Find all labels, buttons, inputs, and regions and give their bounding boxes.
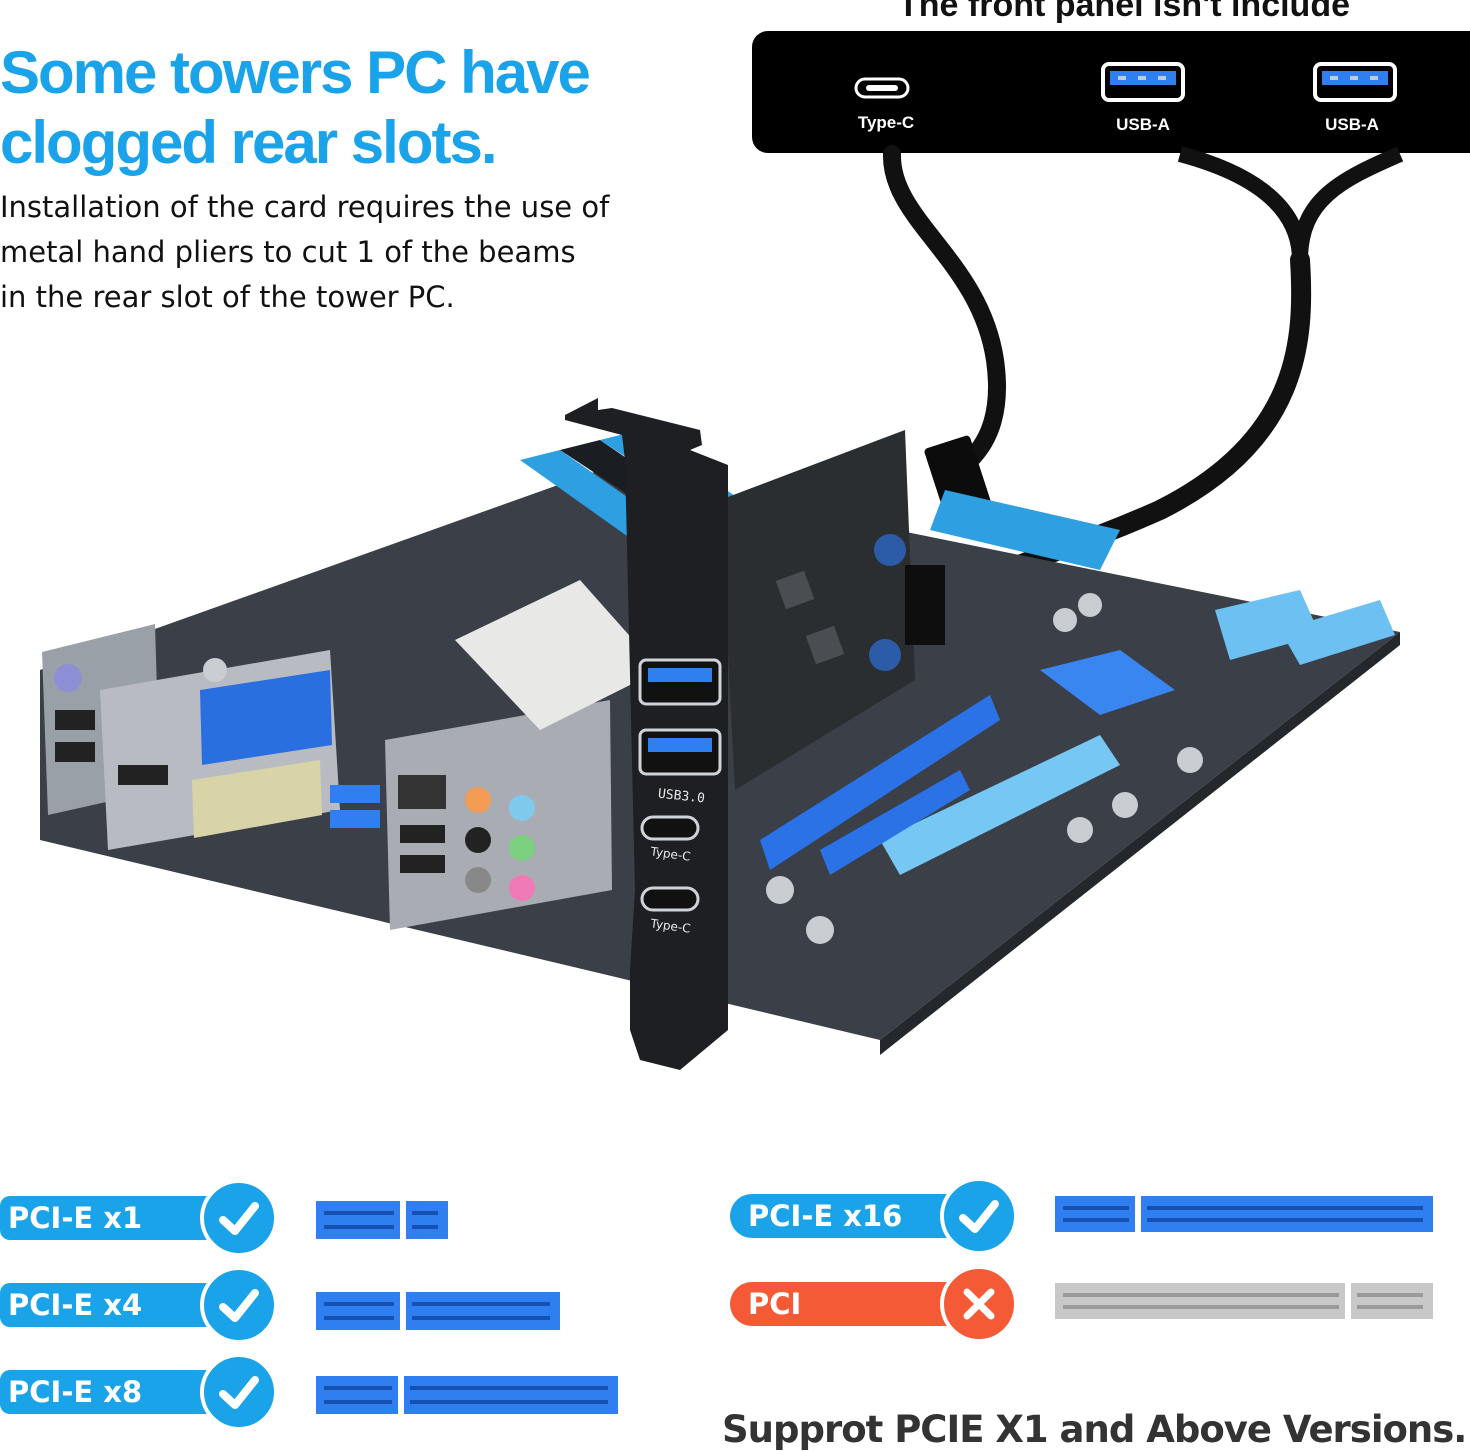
port-label-usb-a-2: USB-A (1325, 115, 1379, 134)
pci-slot-graphic (1055, 1283, 1433, 1319)
front-panel-note: The front panel isn't include (898, 0, 1350, 24)
bracket-label-typec-1: Type-C (649, 844, 692, 864)
usb-a-port-icon (1313, 62, 1397, 102)
bracket-label-usb3: USB3.0 (657, 787, 705, 807)
support-note: Supprot PCIE X1 and Above Versions. (722, 1408, 1467, 1451)
pcie-x8-slot-graphic (316, 1376, 618, 1414)
slot-label-pcie-x4: PCI-E x4 (0, 1283, 210, 1327)
front-panel: Type-C USB-A USB-A (752, 31, 1470, 153)
port-label-type-c: Type-C (857, 113, 915, 132)
check-icon (200, 1266, 278, 1344)
headline: Some towers PC have clogged rear slots. (0, 39, 591, 176)
description-line-3: in the rear slot of the tower PC. (0, 280, 455, 314)
pcie-x4-slot-graphic (316, 1292, 560, 1330)
slot-label-pcie-x16: PCI-E x16 (730, 1194, 960, 1238)
pcie-x16-slot-graphic (1055, 1196, 1433, 1232)
usb-a-port-icon (1101, 62, 1185, 102)
bracket-label-typec-2: Type-C (649, 916, 692, 936)
check-icon (940, 1177, 1018, 1255)
slot-label-pcie-x8: PCI-E x8 (0, 1370, 210, 1414)
cross-icon (940, 1265, 1018, 1343)
motherboard-illustration: USB3.0 Type-C Type-C (40, 398, 1400, 1070)
usb-c-port-icon (854, 77, 910, 99)
pcie-x1-slot-graphic (316, 1201, 448, 1239)
check-icon (200, 1179, 278, 1257)
installation-description: Installation of the card requires the us… (0, 185, 660, 320)
port-label-usb-a-1: USB-A (1116, 115, 1170, 134)
slot-label-pcie-x1: PCI-E x1 (0, 1196, 210, 1240)
description-line-1: Installation of the card requires the us… (0, 190, 610, 224)
description-line-2: metal hand pliers to cut 1 of the beams (0, 235, 576, 269)
check-icon (200, 1353, 278, 1431)
slot-label-pci: PCI (730, 1282, 960, 1326)
